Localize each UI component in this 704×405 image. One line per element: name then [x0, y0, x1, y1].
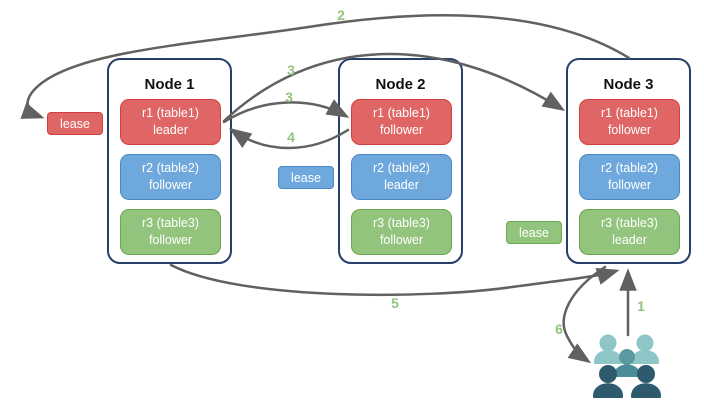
- step-label-4: 4: [287, 129, 295, 145]
- node-2: Node 2 r1 (table1) follower r2 (table2) …: [338, 58, 463, 264]
- lease-badge-green: lease: [506, 221, 562, 244]
- node-3-replica-r1: r1 (table1) follower: [579, 99, 680, 145]
- replica-role: follower: [607, 123, 652, 137]
- step-label-2: 2: [337, 7, 345, 23]
- node-1-replica-r3: r3 (table3) follower: [120, 209, 221, 255]
- replica-role: leader: [612, 233, 647, 247]
- lease-badge-blue: lease: [278, 166, 334, 189]
- step-label-3a: 3: [287, 62, 295, 78]
- node-2-replica-r3: r3 (table3) follower: [351, 209, 452, 255]
- arrow-step-5: [169, 263, 620, 297]
- step-label-1: 1: [637, 298, 645, 314]
- node-2-title: Node 2: [375, 76, 426, 93]
- node-3-title: Node 3: [603, 76, 654, 93]
- replica-name: r2 (table2): [373, 160, 430, 175]
- replica-name: r1 (table1): [142, 105, 199, 120]
- users-icon: [593, 334, 661, 398]
- node-3-replica-r2: r2 (table2) follower: [579, 154, 680, 200]
- replica-name: r3 (table3): [601, 215, 658, 230]
- replica-role: follower: [148, 233, 193, 247]
- replica-role: follower: [148, 178, 193, 192]
- node-1-replica-r2: r2 (table2) follower: [120, 154, 221, 200]
- node-2-replica-r2: r2 (table2) leader: [351, 154, 452, 200]
- step-label-3b: 3: [285, 89, 293, 105]
- lease-badge-red: lease: [47, 112, 103, 135]
- replica-name: r3 (table3): [373, 215, 430, 230]
- replica-role: follower: [379, 233, 424, 247]
- node-2-replica-r1: r1 (table1) follower: [351, 99, 452, 145]
- replica-name: r2 (table2): [601, 160, 658, 175]
- node-1-title: Node 1: [144, 76, 195, 93]
- replica-role: leader: [384, 178, 419, 192]
- node-3: Node 3 r1 (table1) follower r2 (table2) …: [566, 58, 691, 264]
- replica-role: leader: [153, 123, 188, 137]
- node-3-replica-r3: r3 (table3) leader: [579, 209, 680, 255]
- replica-name: r3 (table3): [142, 215, 199, 230]
- replica-role: follower: [607, 178, 652, 192]
- replica-name: r1 (table1): [373, 105, 430, 120]
- step-label-5: 5: [391, 295, 399, 311]
- node-1-replica-r1: r1 (table1) leader: [120, 99, 221, 145]
- replica-role: follower: [379, 123, 424, 137]
- arrow-step-3-to-node2: [222, 99, 350, 124]
- node-1: Node 1 r1 (table1) leader r2 (table2) fo…: [107, 58, 232, 264]
- replica-name: r1 (table1): [601, 105, 658, 120]
- replica-name: r2 (table2): [142, 160, 199, 175]
- step-label-6: 6: [555, 321, 563, 337]
